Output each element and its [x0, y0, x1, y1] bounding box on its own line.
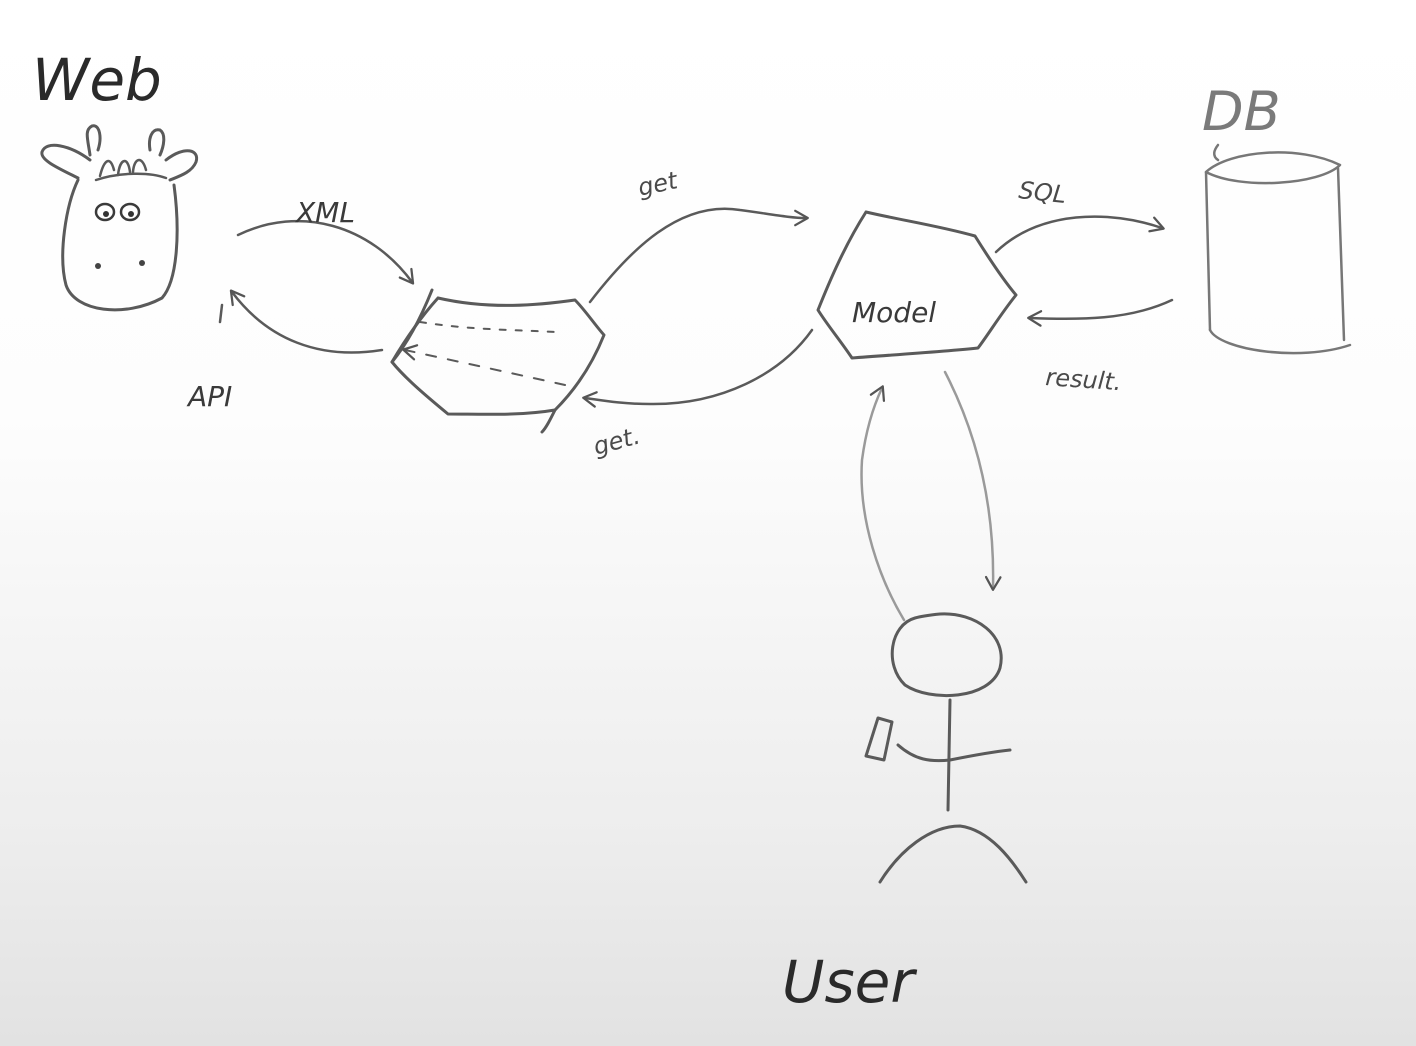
result-label: result. [1045, 363, 1123, 396]
user-label: User [782, 948, 917, 1016]
xml-label: XML [294, 196, 355, 229]
model-label: Model [852, 296, 936, 329]
database-icon [1204, 143, 1352, 355]
web-label: Web [32, 46, 162, 114]
cow-icon [40, 124, 199, 312]
get-bottom-arrow [582, 328, 814, 408]
sql-label: SQL [1017, 176, 1067, 209]
api-label: API [186, 380, 232, 413]
api-arrow [229, 289, 384, 354]
result-arrow [1027, 298, 1174, 327]
user-icon [864, 612, 1028, 884]
db-label: DB [1202, 80, 1281, 143]
get-top-label: get [635, 166, 681, 202]
adapter-node [390, 288, 606, 434]
xml-arrow [236, 219, 415, 285]
model-node: Model [816, 210, 1018, 360]
get-top-arrow [588, 207, 809, 304]
get-bottom-label: get. [590, 422, 643, 461]
user-to-model-arrow [860, 385, 906, 622]
sql-arrow [994, 215, 1165, 254]
model-to-user-arrow [943, 370, 1002, 591]
